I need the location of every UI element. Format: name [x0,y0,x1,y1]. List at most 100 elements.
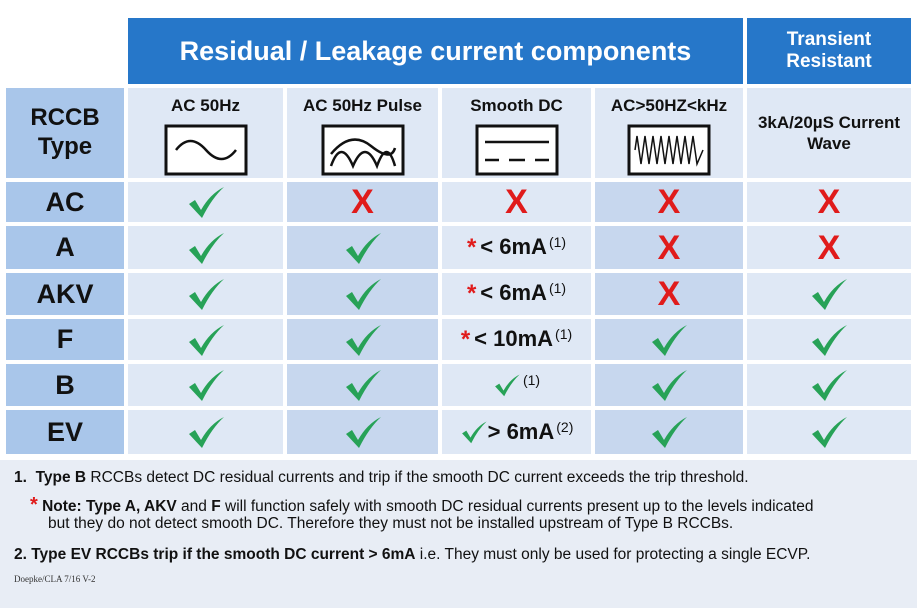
check-icon [188,324,224,356]
footnote-ref: (2) [556,419,574,435]
cross-icon: X [657,228,681,267]
table-cell: X [747,182,911,222]
asterisk-icon: * [466,233,477,261]
limit-text: < 6mA [480,233,547,259]
check-icon [812,279,847,310]
cross-icon: X [817,183,841,221]
table-cell [595,410,743,454]
footnote-ref: (1) [522,372,541,388]
table-cell: > 6mA(2) [442,410,591,454]
note-2: 2. Type EV RCCBs trip if the smooth DC c… [14,546,810,564]
footnote-ref: (1) [555,325,573,342]
table-cell: X [595,273,743,315]
document-reference: Doepke/CLA 7/16 V-2 [14,574,96,584]
check-icon [188,417,224,448]
note-caveat-and: and [176,498,212,515]
note-1-continuation: but they do not detect smooth DC. Theref… [48,515,734,532]
table-cell: X [747,226,911,269]
table-cell [128,410,283,454]
table-cell [287,364,438,406]
check-icon [188,370,224,401]
row-type-label: AKV [6,273,124,315]
table-cell: *< 6mA(1) [442,273,591,315]
limit-text: < 10mA [474,325,554,351]
table-cell: X [595,226,743,269]
row-type-label: EV [6,410,124,454]
table-cell: X [287,182,438,222]
red-asterisk: * [30,494,38,516]
table-cell [747,364,911,406]
note-caveat-f: F [211,498,221,515]
table-cell [128,226,283,269]
column-header-label: AC 50Hz Pulse [302,96,423,115]
table-cell [747,273,911,315]
rccb-comparison-table: Residual / Leakage current components Tr… [6,18,911,454]
high-frequency-wave-icon [627,124,711,176]
row-type-label: B [6,364,124,406]
table-cell [595,364,743,406]
check-icon [812,417,847,448]
cross-icon: X [657,183,681,221]
column-header: AC 50Hz Pulse [287,88,438,178]
limit-value: *< 6mA(1) [467,280,566,308]
check-icon [812,324,847,356]
note-caveat-text: will function safely with smooth DC resi… [220,498,814,515]
check-icon [345,232,381,264]
note-2-bold: 2. Type EV RCCBs trip if the smooth DC c… [14,546,416,563]
table-cell [287,410,438,454]
table-cell [595,319,743,360]
table-cell [128,182,283,222]
column-header-label: AC 50Hz [171,96,240,115]
cross-icon: X [351,183,374,221]
table-cell: *< 10mA(1) [442,319,591,360]
check-icon [345,324,381,356]
limit-value: (1) [493,372,540,398]
check-icon [345,279,381,310]
cross-icon: X [657,275,681,313]
smooth-dc-icon [475,124,558,176]
check-icon [652,324,687,356]
table-cell [128,364,283,406]
residual-current-header: Residual / Leakage current components [128,18,743,84]
asterisk-icon: * [460,325,471,353]
limit-text: < 6mA [480,280,547,305]
check-icon [188,187,224,218]
table-cell: (1) [442,364,591,406]
table-cell: *< 6mA(1) [442,226,591,269]
column-header: AC>50HZ<kHz [595,88,743,178]
footnote-ref: (1) [548,280,567,296]
table-cell [128,319,283,360]
check-icon [188,232,224,264]
cross-icon: X [817,228,841,267]
limit-value: *< 6mA(1) [467,234,566,262]
check-icon [652,417,687,448]
table-cell [287,319,438,360]
footnotes: 1. Type B RCCBs detect DC residual curre… [0,460,917,608]
asterisk-icon: * [466,280,477,307]
check-icon [461,421,487,444]
pulsed-wave-icon [321,124,404,176]
row-type-label: A [6,226,124,269]
note-1-number: 1. [14,469,27,486]
check-icon [345,370,381,401]
note-2-text: i.e. They must only be used for protecti… [415,546,811,563]
table-cell: X [595,182,743,222]
check-icon [188,279,224,310]
note-1-caveat: * Note: Type A, AKV and F will function … [30,494,813,517]
note-1: 1. Type B RCCBs detect DC residual curre… [14,469,749,487]
column-header-label: 3kA/20µS Current Wave [757,112,901,153]
transient-resistant-header: Transient Resistant [747,18,911,84]
sine-wave-icon [164,124,247,176]
table-cell [128,273,283,315]
cross-icon: X [505,183,528,221]
column-header-label: AC>50HZ<kHz [610,96,728,115]
column-header: Smooth DC [442,88,591,178]
note-1-bold: Type B [35,469,87,486]
row-type-label: F [6,319,124,360]
check-icon [812,370,847,401]
check-icon [345,417,381,448]
table-cell [747,319,911,360]
note-caveat-bold: Note: Type A, AKV [42,498,177,515]
table-cell: X [442,182,591,222]
limit-text: > 6mA [487,419,555,444]
